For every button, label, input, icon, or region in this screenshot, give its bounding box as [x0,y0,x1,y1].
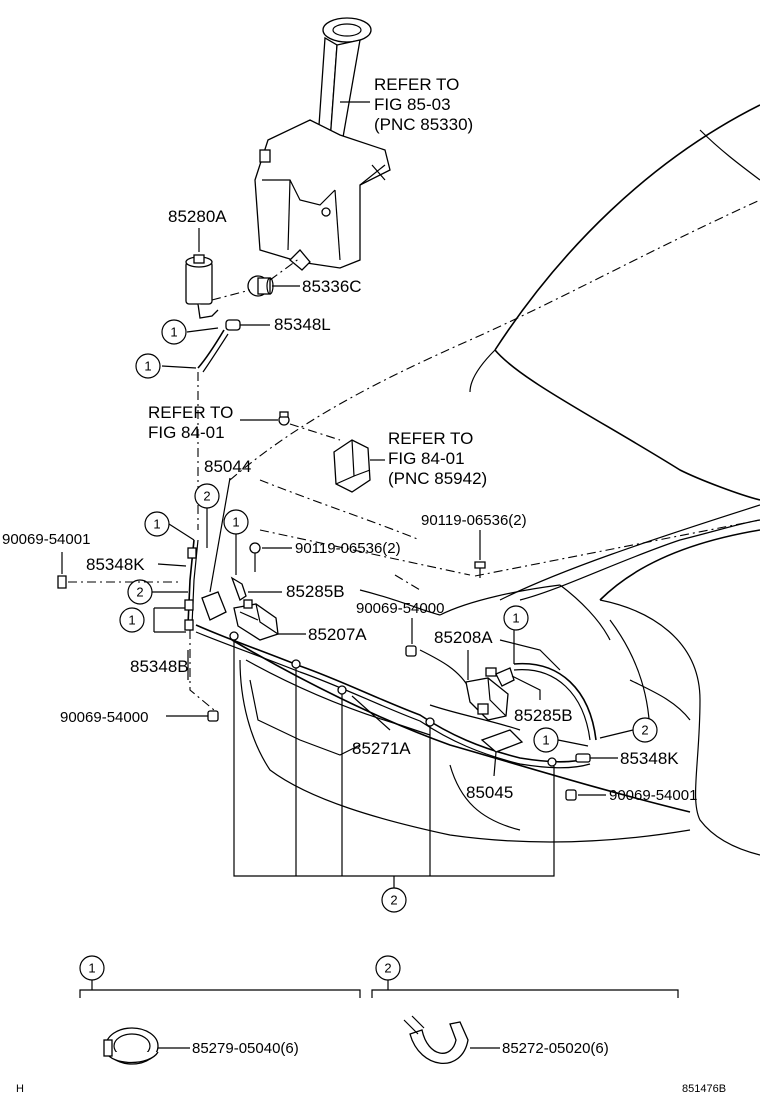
washer-tank [254,17,391,271]
headlamp-washer-cover-left [201,591,227,621]
leader-85271A [351,695,391,731]
legend-clip-2: 2 [371,955,679,1065]
svg-text:2: 2 [203,489,210,504]
label-85280A: 85280A [168,207,227,226]
headlamp-washer-cover-right [480,729,524,753]
clip-icon [405,618,417,657]
svg-text:1: 1 [144,359,151,374]
label-85045: 85045 [466,783,513,802]
refer-a-line2: FIG 85-03 [374,95,451,114]
label-85272-05020: 85272-05020(6) [502,1040,609,1057]
callout-2-bracket: 2 [233,640,555,913]
label-90069-54001-right: 90069-54001 [609,787,697,804]
label-90119-06536-right: 90119-06536(2) [421,512,527,529]
right-washer-motor [465,667,509,721]
hose-segment [197,329,225,369]
label-85044: 85044 [204,457,251,476]
callout-1-bracket: 1 [119,607,186,633]
left-washer-motor [233,599,306,641]
grommet [247,275,300,297]
control-module [333,439,385,493]
label-90069-54000-left: 90069-54000 [60,709,148,726]
svg-text:1: 1 [512,611,519,626]
bolt-icon [249,542,292,572]
label-85208A: 85208A [434,628,493,647]
main-hose [195,624,591,769]
svg-text:1: 1 [170,325,177,340]
svg-text:2: 2 [136,585,143,600]
refer-c-line3: (PNC 85942) [388,469,487,488]
leader-85044 [209,477,231,593]
svg-text:1: 1 [542,733,549,748]
clip-icon [57,552,180,589]
callout-1: 1 [161,319,219,345]
refer-a-line3: (PNC 85330) [374,115,473,134]
legend-clip-1: 1 [79,955,361,1065]
svg-text:1: 1 [232,515,239,530]
leader-85348K-left [157,563,187,567]
refer-c-line2: FIG 84-01 [388,449,465,468]
label-85348K-left: 85348K [86,555,145,574]
label-85207A: 85207A [308,625,367,644]
vehicle-body-outline [229,104,760,856]
right-nozzle [495,667,541,700]
left-hose-assembly [184,539,215,711]
dash-pump-tank [211,257,301,301]
label-85285B-left: 85285B [286,582,345,601]
corner-label-left: H [16,1083,24,1095]
refer-b-line2: FIG 84-01 [148,423,225,442]
bolt-icon [474,530,486,578]
hose-connector-85348l [225,319,270,331]
label-90069-54001-left: 90069-54001 [2,531,90,548]
svg-text:2: 2 [641,723,648,738]
svg-text:2: 2 [390,893,397,908]
washer-pump [185,228,219,319]
label-85279-05040: 85279-05040(6) [192,1040,299,1057]
hose-connector-85348k-right [575,753,618,763]
callout-1: 1 [135,353,197,379]
label-85285B-right: 85285B [514,706,573,725]
callout-1: 1 [503,605,529,631]
label-85336C: 85336C [302,277,362,296]
refer-a-line1: REFER TO [374,75,459,94]
callout-1: 1 [223,509,249,575]
svg-text:1: 1 [128,613,135,628]
callout-2: 2 [127,579,188,605]
label-85271A: 85271A [352,739,411,758]
svg-text:1: 1 [88,961,95,976]
callout-2: 2 [194,483,220,548]
label-90119-06536-center: 90119-06536(2) [295,540,401,557]
label-85348B: 85348B [130,657,189,676]
figure-number: 851476B [682,1083,726,1095]
label-85348K-right: 85348K [620,749,679,768]
callout-1: 1 [144,511,195,541]
svg-text:2: 2 [384,961,391,976]
leader-85045 [493,751,497,777]
refer-b-line1: REFER TO [148,403,233,422]
clip-icon [166,710,219,722]
dash-clip [289,423,341,441]
left-nozzle [230,576,282,601]
callout-2: 2 [599,717,658,743]
callout-1: 1 [533,727,589,753]
label-85348L: 85348L [274,315,331,334]
svg-text:1: 1 [153,517,160,532]
clip-icon [278,411,290,426]
right-hose [513,630,597,741]
refer-c-line1: REFER TO [388,429,473,448]
clip-icon [565,789,606,801]
label-90069-54000-middle: 90069-54000 [356,600,444,617]
hose-segment-inner [202,333,229,373]
